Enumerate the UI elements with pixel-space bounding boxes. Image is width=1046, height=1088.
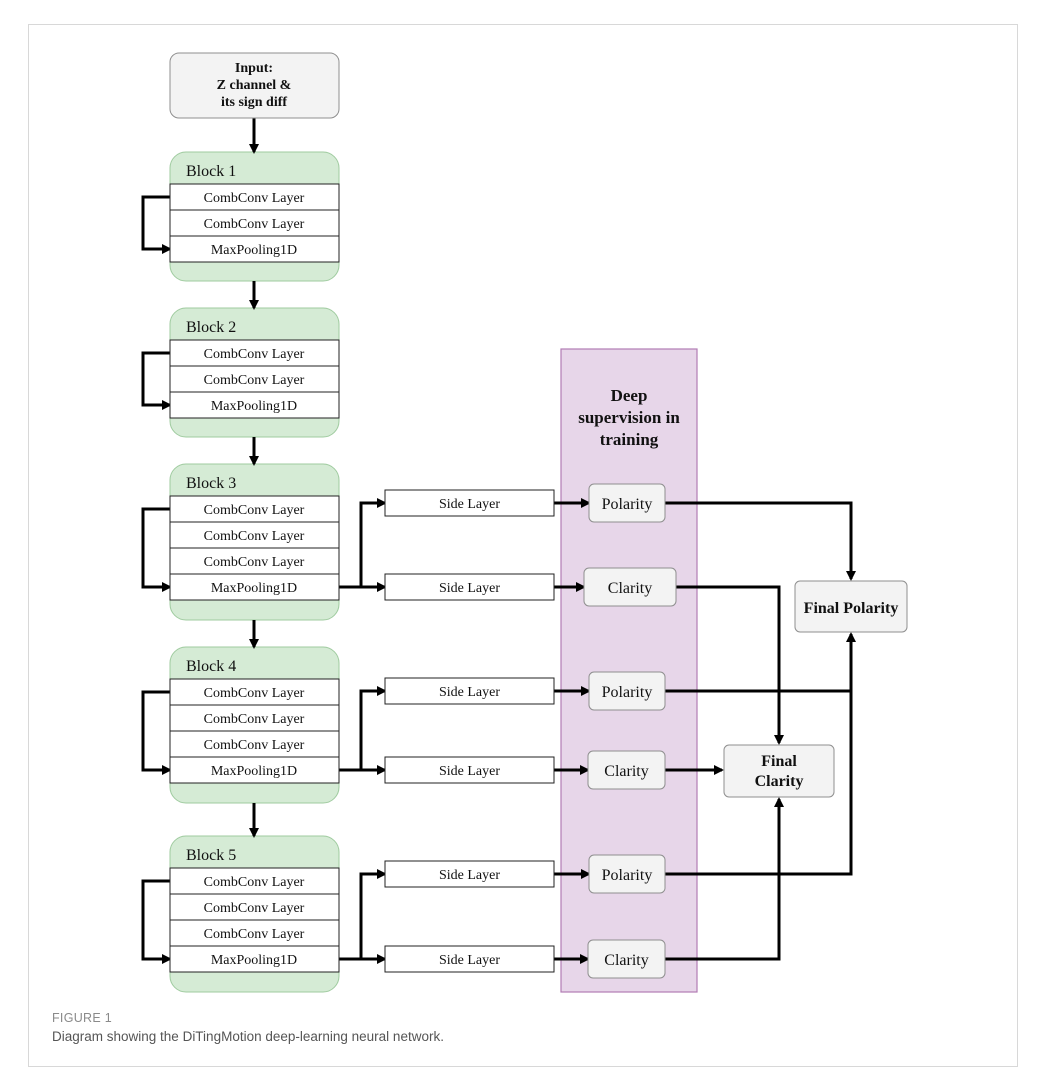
- polarity-label: Polarity: [602, 867, 653, 884]
- side-layer-label: Side Layer: [439, 497, 500, 512]
- layer-box: [169, 183, 340, 211]
- input-box: [169, 52, 340, 119]
- skip-connection-arrow: [141, 879, 172, 964]
- layer-label: CombConv Layer: [204, 712, 305, 727]
- layer-box: [169, 730, 340, 758]
- block-title: Block 4: [186, 658, 236, 675]
- layer-box: [169, 365, 340, 393]
- layer-label: MaxPooling1D: [211, 764, 297, 779]
- side-layer-box: [384, 860, 555, 888]
- block-title: Block 1: [186, 163, 236, 180]
- layer-box: [169, 704, 340, 732]
- side-layer-box: [384, 756, 555, 784]
- layer-label: MaxPooling1D: [211, 581, 297, 596]
- clarity-to-final-arrow: [676, 585, 784, 745]
- layer-label: CombConv Layer: [204, 555, 305, 570]
- layer-label: CombConv Layer: [204, 875, 305, 890]
- skip-connection-arrow: [141, 690, 172, 775]
- layer-label: CombConv Layer: [204, 373, 305, 388]
- layer-box: [169, 945, 340, 973]
- layer-label: CombConv Layer: [204, 901, 305, 916]
- branch-to-polarity-side-arrow: [339, 498, 387, 589]
- polarity-label: Polarity: [602, 684, 653, 701]
- polarity-to-final-arrow: [665, 501, 856, 581]
- clarity-head: [587, 939, 666, 979]
- side-layer-box: [384, 489, 555, 517]
- clarity-head: [587, 750, 666, 790]
- clarity-label: Clarity: [608, 580, 652, 597]
- side-layer-label: Side Layer: [439, 764, 500, 779]
- branch-to-polarity-side-arrow: [339, 869, 387, 961]
- layer-box: [169, 573, 340, 601]
- side-layer-box: [384, 677, 555, 705]
- layer-label: CombConv Layer: [204, 503, 305, 518]
- supervision-title-line: training: [600, 430, 659, 449]
- side-layer-label: Side Layer: [439, 953, 500, 968]
- polarity-to-final-arrow: [665, 632, 856, 876]
- side-layer-label: Side Layer: [439, 685, 500, 700]
- polarity-head: [588, 854, 666, 894]
- supervision-title-line: supervision in: [578, 408, 680, 427]
- figure-caption: Diagram showing the DiTingMotion deep-le…: [52, 1029, 444, 1044]
- final-clarity-label: Clarity: [755, 773, 804, 790]
- figure-frame: Deep supervision in training Input: Z channe…: [28, 24, 1018, 1067]
- input-text-line: its sign diff: [221, 95, 287, 110]
- layer-box: [169, 919, 340, 947]
- skip-connection-arrow: [141, 195, 172, 254]
- block-title: Block 3: [186, 475, 236, 492]
- side-layer-label: Side Layer: [439, 581, 500, 596]
- clarity-label: Clarity: [604, 952, 648, 969]
- block-title: Block 2: [186, 319, 236, 336]
- final-clarity-label: Final: [761, 753, 797, 770]
- layer-label: CombConv Layer: [204, 347, 305, 362]
- layer-label: CombConv Layer: [204, 686, 305, 701]
- layer-label: CombConv Layer: [204, 217, 305, 232]
- block-title: Block 5: [186, 847, 236, 864]
- layer-label: MaxPooling1D: [211, 399, 297, 414]
- polarity-head: [588, 671, 666, 711]
- clarity-to-final-arrow: [665, 797, 784, 961]
- side-layer-label: Side Layer: [439, 868, 500, 883]
- clarity-label: Clarity: [604, 763, 648, 780]
- layer-box: [169, 756, 340, 784]
- clarity-head: [583, 567, 677, 607]
- layer-box: [169, 391, 340, 419]
- polarity-label: Polarity: [602, 496, 653, 513]
- final-polarity-label: Final Polarity: [804, 600, 899, 617]
- final-polarity-box: [794, 580, 908, 633]
- skip-connection-arrow: [141, 507, 172, 592]
- skip-connection-arrow: [141, 351, 172, 410]
- layer-label: MaxPooling1D: [211, 243, 297, 258]
- layer-label: CombConv Layer: [204, 927, 305, 942]
- figure-label: FIGURE 1: [52, 1011, 113, 1025]
- input-text-line: Z channel &: [217, 78, 292, 93]
- layer-box: [169, 339, 340, 367]
- layer-label: MaxPooling1D: [211, 953, 297, 968]
- final-clarity-box: [723, 744, 835, 798]
- layer-box: [169, 678, 340, 706]
- layer-box: [169, 893, 340, 921]
- layer-label: CombConv Layer: [204, 529, 305, 544]
- input-text-line: Input:: [235, 61, 273, 76]
- branch-to-polarity-side-arrow: [339, 686, 387, 772]
- side-layer-box: [384, 573, 555, 601]
- supervision-title-line: Deep: [611, 386, 648, 405]
- layer-label: CombConv Layer: [204, 191, 305, 206]
- layer-box: [169, 867, 340, 895]
- network-diagram: Deep supervision in training Input: Z channe…: [141, 52, 908, 993]
- layer-box: [169, 547, 340, 575]
- side-layer-box: [384, 945, 555, 973]
- layer-box: [169, 209, 340, 237]
- layer-box: [169, 235, 340, 263]
- layer-label: CombConv Layer: [204, 738, 305, 753]
- polarity-head: [588, 483, 666, 523]
